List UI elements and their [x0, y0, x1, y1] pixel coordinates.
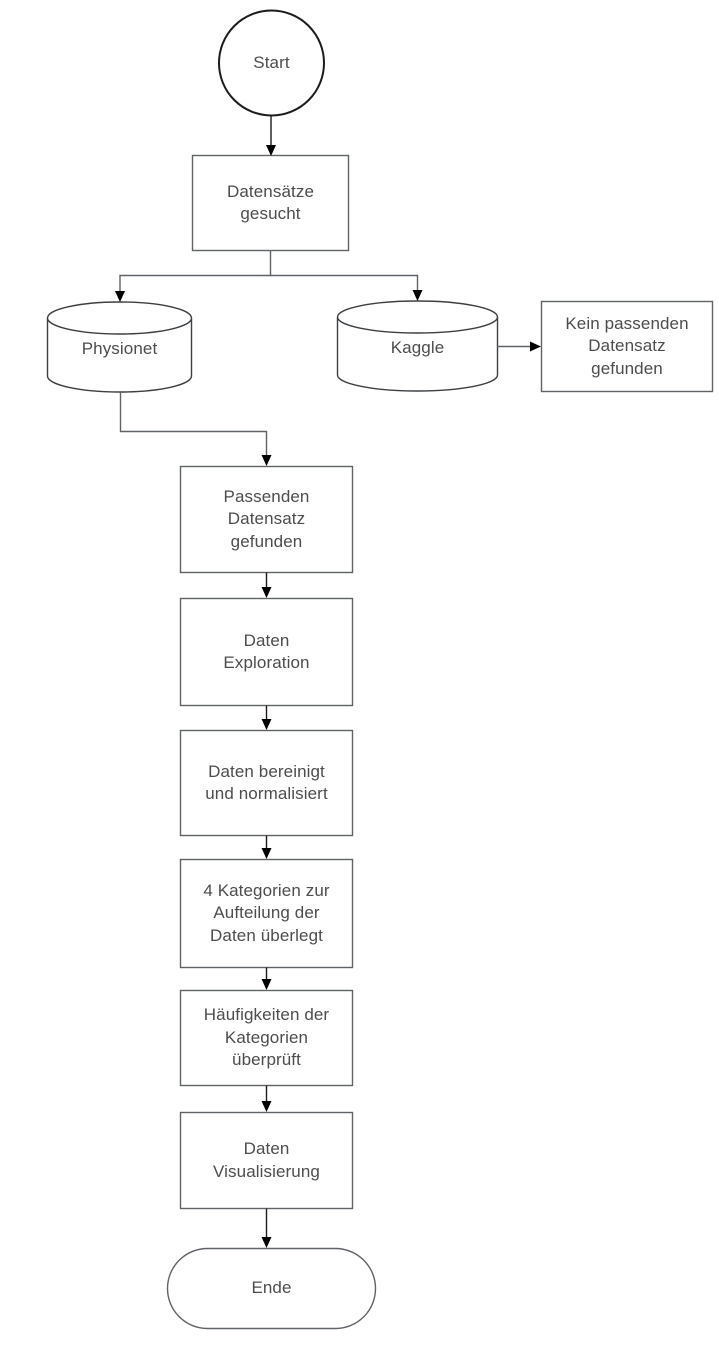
edge-start-to-search [266, 116, 276, 156]
edge-search-to-kaggle [270, 274, 423, 301]
edge-physionet-to-dataset-found [119, 392, 272, 466]
node-no-dataset-shape[interactable] [540, 300, 714, 393]
edge-frequencies-to-visualization [261, 1085, 272, 1112]
node-categories-shape[interactable] [179, 858, 354, 969]
edge-cleaned-to-categories [261, 835, 272, 859]
node-end-shape[interactable] [166, 1247, 377, 1330]
node-visualization-shape[interactable] [179, 1111, 354, 1210]
node-cleaned-shape[interactable] [179, 729, 354, 837]
node-kaggle-shape[interactable] [336, 300, 499, 392]
edge-visualization-to-end [261, 1208, 272, 1248]
edge-dataset-found-to-exploration [261, 572, 272, 598]
edge-categories-to-frequencies [261, 967, 272, 990]
node-start-shape[interactable] [218, 9, 325, 117]
node-exploration-shape[interactable] [179, 597, 354, 707]
node-frequencies-shape[interactable] [179, 989, 354, 1087]
edge-kaggle-to-no-dataset [497, 341, 541, 352]
edge-search-to-physionet [115, 250, 272, 302]
node-dataset-found-shape[interactable] [179, 465, 354, 574]
node-physionet-shape[interactable] [46, 301, 193, 393]
node-search-datasets-shape[interactable] [191, 154, 350, 252]
edge-exploration-to-cleaned [261, 705, 272, 730]
